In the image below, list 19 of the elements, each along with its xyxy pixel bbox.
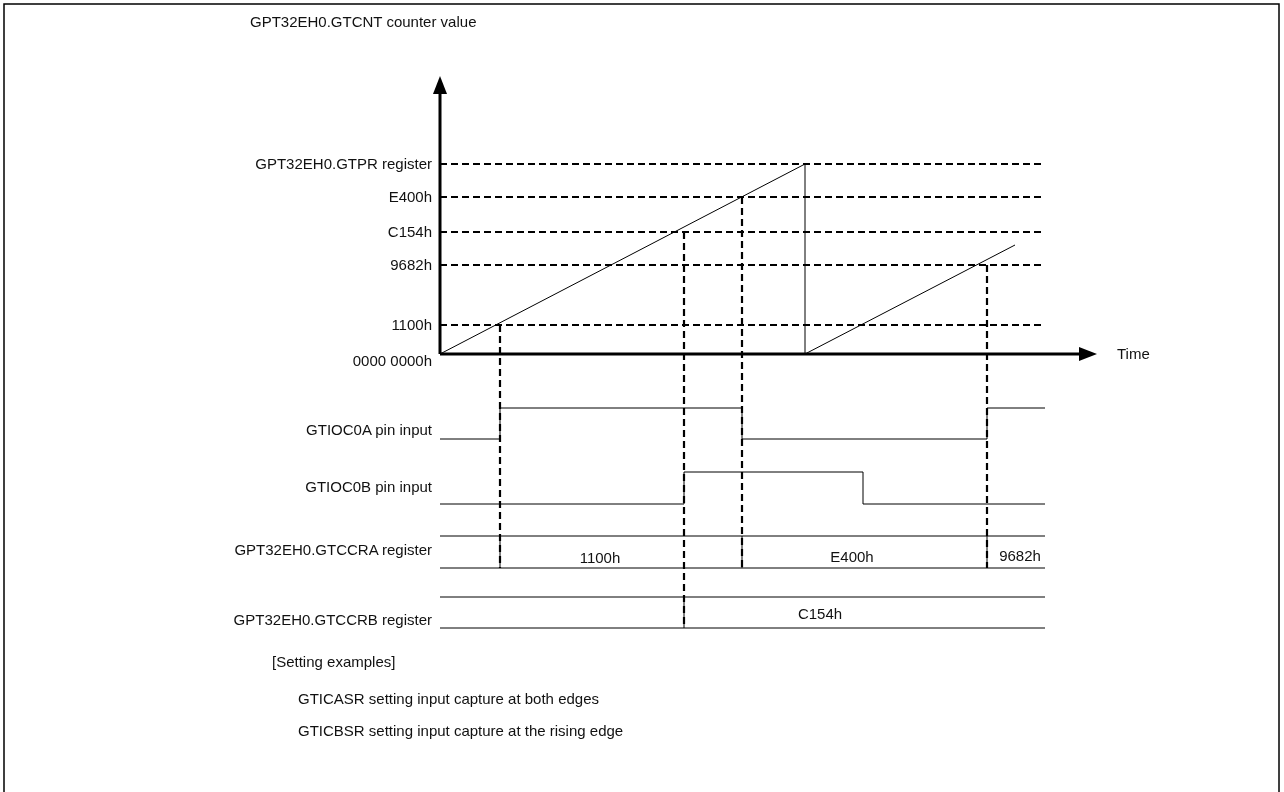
note-heading: [Setting examples] — [272, 653, 396, 671]
level-label: 0000 0000h — [352, 352, 432, 370]
signal-name: GPT32EH0.GTCCRA register — [234, 541, 432, 559]
register-value: 1100h — [579, 549, 621, 567]
level-label: C154h — [387, 223, 432, 241]
note-text: GTICBSR setting input capture at the rising edge — [298, 722, 624, 740]
signal-name: GTIOC0B pin input — [305, 478, 432, 496]
level-label: 1100h — [391, 316, 432, 334]
note-text: GTICASR setting input capture at both edges — [298, 690, 599, 708]
axis-title: Time — [1117, 345, 1150, 363]
level-label: 9682h — [390, 256, 432, 274]
signal-name: GTIOC0A pin input — [306, 421, 432, 439]
level-label: GPT32EH0.GTPR register — [255, 155, 432, 173]
axis-title: GPT32EH0.GTCNT counter value — [250, 13, 477, 31]
level-label: E400h — [388, 188, 432, 206]
register-value: C154h — [797, 605, 843, 623]
register-value: 9682h — [999, 547, 1041, 565]
register-value: E400h — [830, 548, 874, 566]
signal-name: GPT32EH0.GTCCRB register — [233, 611, 432, 629]
